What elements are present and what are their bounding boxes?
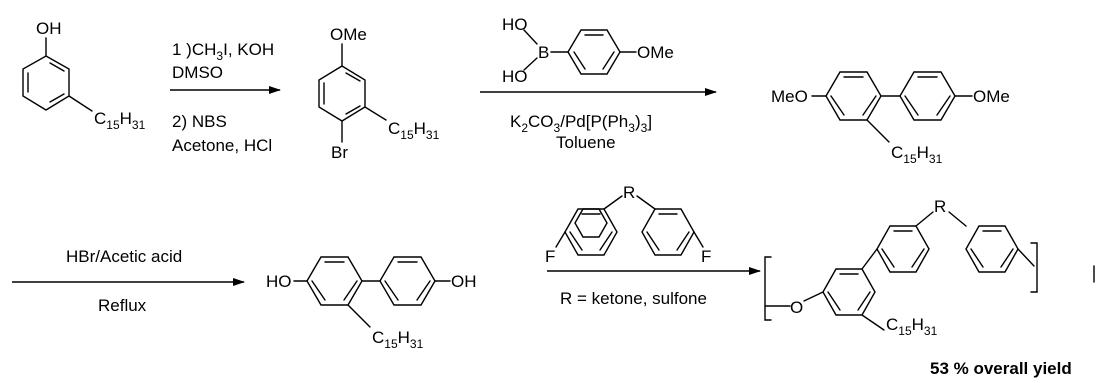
bond-biaryl bbox=[861, 248, 878, 270]
alkyl-chain-label: C15H31 bbox=[891, 143, 943, 166]
ring-4b-double-bonds bbox=[384, 261, 431, 301]
reagent-step1-methylation: 1 )CH3I, KOH bbox=[172, 40, 274, 63]
reagent-difluoro-monomer: F R F bbox=[545, 183, 711, 266]
boron-label: B bbox=[538, 43, 549, 62]
benzene-ring-3b bbox=[899, 71, 956, 121]
reagent-hbr-acetic-acid: HBr/Acetic acid bbox=[66, 247, 182, 266]
reagent-acetone-hcl: Acetone, HCl bbox=[172, 136, 272, 155]
ring-4a-double-bonds bbox=[311, 261, 358, 301]
bond-c-chain bbox=[347, 304, 371, 328]
overall-yield-label: 53 % overall yield bbox=[930, 359, 1072, 378]
bond-b-oh-top bbox=[523, 29, 538, 45]
reagent-suzuki-catalyst: K2CO3/Pd[P(Ph3)3] bbox=[510, 112, 652, 135]
compound-bromo-anisole: OMe Br C15H31 bbox=[318, 25, 440, 162]
r-group-label: R bbox=[623, 183, 635, 202]
ring-2-double-bonds bbox=[323, 72, 361, 115]
benzene-ring-fluoro-left bbox=[564, 208, 618, 256]
ring-p2-double-bonds bbox=[881, 230, 925, 268]
bromo-label: Br bbox=[331, 143, 348, 162]
methoxy-label: OMe bbox=[637, 43, 674, 62]
hydroxyl-label-right: OH bbox=[451, 272, 477, 291]
bond-c-chain bbox=[68, 95, 93, 112]
polymer-bracket-left bbox=[764, 256, 772, 321]
bond-ring-r bbox=[915, 211, 934, 227]
r-group-label: R bbox=[934, 197, 946, 216]
boronic-ho-bottom: HO bbox=[502, 67, 528, 86]
benzene-ring-p3 bbox=[965, 225, 1019, 273]
benzene-ring-1 bbox=[22, 55, 70, 111]
bond-c-f-left bbox=[555, 231, 566, 248]
bond-c-chain bbox=[866, 119, 890, 143]
benzene-ring-p1 bbox=[822, 268, 876, 316]
fluoro-label-right: F bbox=[701, 247, 711, 266]
benzene-ring-p2 bbox=[876, 225, 930, 273]
bond-r-ring-right bbox=[636, 195, 656, 210]
reagent-reflux: Reflux bbox=[98, 296, 147, 315]
reagent-toluene: Toluene bbox=[556, 133, 616, 152]
ring-3a-double-bonds bbox=[830, 76, 877, 116]
bond-b-oh-bottom bbox=[523, 57, 538, 71]
alkyl-chain-label: C15H31 bbox=[94, 109, 146, 132]
bond-c-chain bbox=[861, 314, 885, 331]
ring-fluoro-left-double-bonds bbox=[569, 213, 613, 251]
reagent-dmso: DMSO bbox=[172, 63, 223, 82]
reagent-r-group-note: R = ketone, sulfone bbox=[560, 289, 707, 308]
bond-r-ring bbox=[948, 211, 967, 227]
bond-ring-r-left bbox=[603, 195, 623, 210]
benzene-ring-fluoro-right bbox=[641, 208, 695, 256]
fluoro-label-left: F bbox=[545, 247, 555, 266]
reagent-methoxyphenylboronic-acid: HO HO B OMe bbox=[502, 15, 674, 86]
ether-oxygen-label: O bbox=[790, 298, 803, 317]
ring-3b-double-bonds bbox=[904, 76, 951, 116]
bond-o-ring bbox=[803, 291, 824, 302]
methoxy-label-right: OMe bbox=[973, 87, 1010, 106]
bond-backbone-end bbox=[1017, 248, 1035, 267]
bond-c-chain bbox=[364, 106, 387, 121]
ring-boronic-double-bonds bbox=[573, 34, 615, 70]
ring-p3-double-bonds bbox=[970, 230, 1014, 268]
alkyl-chain-label: C15H31 bbox=[372, 328, 424, 351]
methoxy-label: OMe bbox=[330, 25, 367, 44]
benzene-ring-3a bbox=[825, 71, 882, 121]
compound-biphenol: HO OH C15H31 bbox=[266, 256, 477, 351]
product-polymer: O C15H31 R bbox=[764, 197, 1095, 338]
benzene-ring-4b bbox=[379, 256, 436, 306]
benzene-ring-2 bbox=[318, 65, 366, 122]
compound-dimethoxy-biphenyl: MeO OMe C15H31 bbox=[771, 71, 1010, 166]
ring-fluoro-right-double-bonds bbox=[646, 213, 690, 251]
ring-1-double-bonds bbox=[27, 62, 65, 103]
ring-p1-double-bonds bbox=[827, 273, 871, 311]
benzene-ring-boronic bbox=[567, 29, 621, 75]
benzene-ring-4a bbox=[306, 256, 363, 306]
methoxy-label-left: MeO bbox=[771, 87, 808, 106]
hydroxyl-label-left: HO bbox=[266, 272, 292, 291]
polymer-bracket-right bbox=[1030, 242, 1038, 293]
reagent-step2-nbs: 2) NBS bbox=[172, 112, 227, 131]
hydroxyl-label: OH bbox=[36, 19, 62, 38]
benzene-ring-f-left bbox=[574, 208, 608, 238]
boronic-ho-top: HO bbox=[502, 15, 528, 34]
alkyl-chain-label: C15H31 bbox=[886, 315, 938, 338]
bond-c-f-right bbox=[693, 231, 704, 248]
alkyl-chain-label: C15H31 bbox=[388, 119, 440, 142]
compound-pentadecylphenol: OH C15H31 bbox=[22, 19, 146, 132]
